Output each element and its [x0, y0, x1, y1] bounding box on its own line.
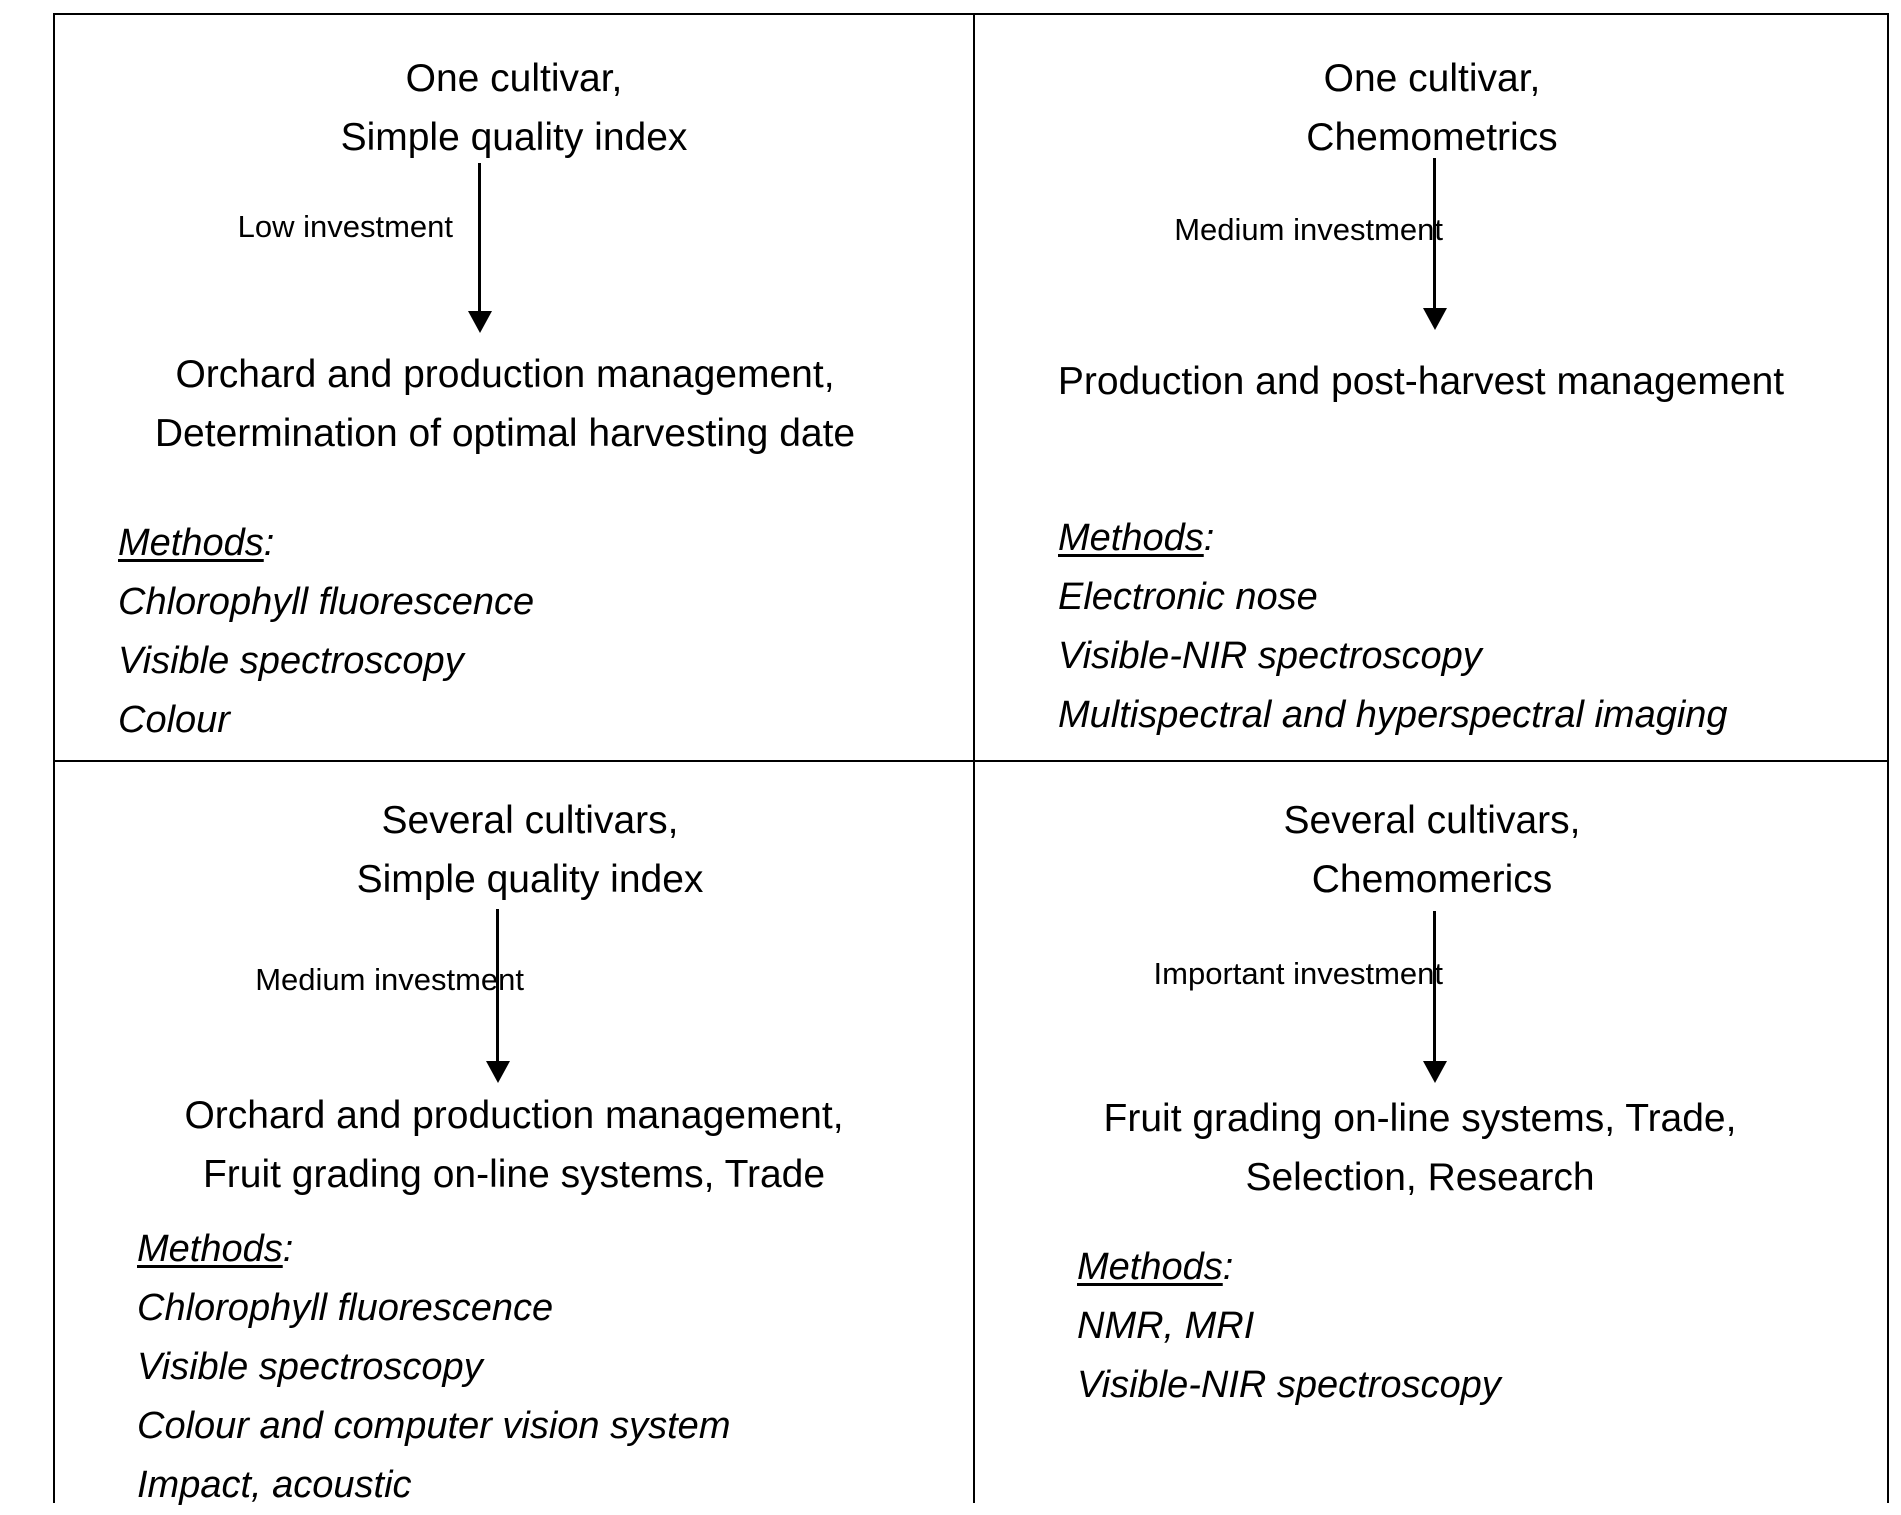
- down-arrow-icon: [1423, 911, 1447, 1083]
- outcome-line: Fruit grading on-line systems, Trade: [202, 1153, 826, 1196]
- methods-title: Methods:: [137, 1228, 294, 1270]
- heading-line: Several cultivars,: [1283, 799, 1581, 842]
- quadrant-heading: One cultivar, Chemometrics: [975, 49, 1889, 167]
- outcome-line: Orchard and production management,: [184, 1094, 844, 1137]
- methods-list: Methods: NMR, MRI Visible-NIR spectrosco…: [1077, 1238, 1501, 1415]
- outcome-text: Production and post-harvest management: [975, 352, 1867, 411]
- quadrant-grid: One cultivar, Simple quality index Low i…: [53, 13, 1889, 1506]
- outcome-text: Orchard and production management, Fruit…: [55, 1086, 973, 1204]
- method-item: Chlorophyll fluorescence: [137, 1287, 554, 1329]
- method-item: Electronic nose: [1058, 576, 1318, 618]
- horizontal-divider: [55, 760, 1887, 762]
- outcome-line: Production and post-harvest management: [1057, 360, 1785, 403]
- method-item: Colour: [118, 699, 230, 741]
- method-item: Colour and computer vision system: [137, 1405, 731, 1447]
- outcome-line: Fruit grading on-line systems, Trade,: [1103, 1097, 1737, 1140]
- quadrant-top-left: One cultivar, Simple quality index Low i…: [55, 15, 973, 760]
- investment-label: Low investment: [237, 209, 453, 244]
- outcome-text: Fruit grading on-line systems, Trade, Se…: [975, 1089, 1865, 1207]
- down-arrow-icon: [468, 163, 492, 333]
- outcome-line: Selection, Research: [1245, 1156, 1595, 1199]
- method-item: NMR, MRI: [1077, 1305, 1255, 1347]
- method-item: Visible-NIR spectroscopy: [1077, 1364, 1501, 1406]
- investment-label: Medium investment: [255, 962, 524, 997]
- quadrant-heading: Several cultivars, Simple quality index: [55, 791, 1005, 909]
- outcome-line: Orchard and production management,: [175, 353, 835, 396]
- heading-line: One cultivar,: [1323, 57, 1541, 100]
- method-item: Visible-NIR spectroscopy: [1058, 635, 1482, 677]
- quadrant-top-right: One cultivar, Chemometrics Medium invest…: [975, 15, 1893, 760]
- quadrant-bottom-left: Several cultivars, Simple quality index …: [55, 762, 973, 1506]
- method-item: Visible spectroscopy: [137, 1346, 483, 1388]
- heading-line: Chemomerics: [1311, 858, 1553, 901]
- heading-line: Chemometrics: [1306, 116, 1558, 159]
- down-arrow-icon: [1423, 158, 1447, 330]
- method-item: Visible spectroscopy: [118, 640, 464, 682]
- method-item: Impact, acoustic: [137, 1464, 412, 1506]
- down-arrow-icon: [486, 909, 510, 1084]
- vertical-divider: [973, 15, 975, 1503]
- heading-line: Simple quality index: [340, 116, 688, 159]
- heading-line: Several cultivars,: [381, 799, 679, 842]
- methods-title: Methods:: [118, 522, 275, 564]
- quadrant-heading: One cultivar, Simple quality index: [55, 49, 973, 167]
- method-item: Multispectral and hyperspectral imaging: [1058, 694, 1728, 736]
- investment-label: Important investment: [1153, 956, 1443, 991]
- investment-label: Medium investment: [1174, 212, 1443, 247]
- outcome-text: Orchard and production management, Deter…: [55, 345, 955, 463]
- heading-line: Simple quality index: [356, 858, 704, 901]
- methods-title: Methods:: [1058, 517, 1215, 559]
- methods-list: Methods: Chlorophyll fluorescence Visibl…: [118, 514, 534, 750]
- heading-line: One cultivar,: [405, 57, 623, 100]
- methods-list: Methods: Chlorophyll fluorescence Visibl…: [137, 1220, 730, 1515]
- quadrant-bottom-right: Several cultivars, Chemomerics Important…: [975, 762, 1893, 1505]
- methods-list: Methods: Electronic nose Visible-NIR spe…: [1058, 509, 1728, 745]
- quadrant-heading: Several cultivars, Chemomerics: [975, 791, 1889, 909]
- methods-title: Methods:: [1077, 1246, 1234, 1288]
- method-item: Chlorophyll fluorescence: [118, 581, 535, 623]
- outcome-line: Determination of optimal harvesting date: [154, 412, 856, 455]
